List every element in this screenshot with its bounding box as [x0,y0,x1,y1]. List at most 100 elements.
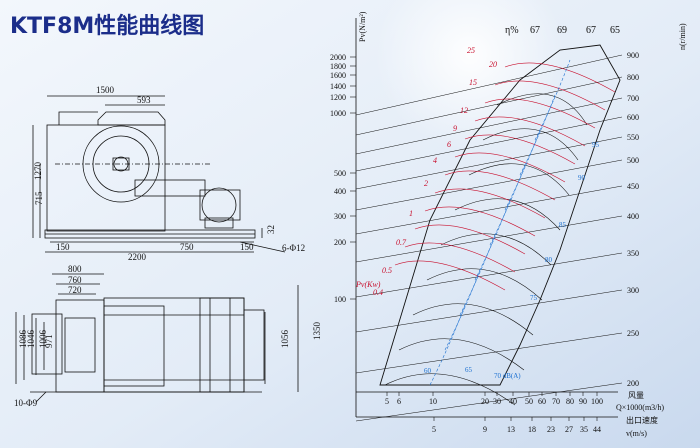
dim-side-800: 800 [68,264,82,274]
power-curve [424,206,536,237]
efficiency-label: η% [505,25,519,36]
power-label: 12 [460,106,468,115]
pv-tick-label: 500 [334,169,346,178]
power-curve [474,116,586,147]
dim-height: 1270 [33,162,43,181]
n-tick-label: 200 [627,379,639,388]
pv-tick-label: 100 [334,295,346,304]
pressure-curve [482,128,579,161]
pressure-curve [496,93,588,126]
q-axis-title: 风量 [628,391,644,400]
dim-side-1006: 1006 [38,330,48,349]
speed-line [355,185,623,235]
n-tick-label: 350 [627,249,639,258]
noise-label: 95 [592,141,600,149]
power-curve [444,170,556,201]
dim-base-left: 150 [56,242,70,252]
power-label: 6 [447,140,451,149]
pressure-curve [412,303,534,336]
v-tick-label: 18 [528,425,536,434]
speed-line [355,382,623,422]
pressure-curve [468,163,570,196]
power-label: 9 [453,124,457,133]
v-tick-label: 23 [547,425,555,434]
power-axis-label: Pv(Kw) [355,280,381,289]
page-title: KTF8M性能曲线图 [10,14,205,39]
n-tick-label: 800 [627,73,639,82]
power-curve [484,98,596,129]
dim-center-height: 715 [34,191,44,205]
dim-side-971: 971 [44,335,54,349]
dim-base-height: 32 [266,225,276,234]
dim-base-length: 2200 [128,252,147,262]
n-tick-label: 700 [627,94,639,103]
dim-side-1046: 1046 [26,330,36,349]
pv-tick-label: 1600 [330,71,346,80]
speed-line [355,97,623,155]
power-label: 1 [409,209,413,218]
n-tick-label: 300 [627,286,639,295]
q-axis-unit: Q×1000(m3/h) [616,403,664,412]
power-curve [404,242,516,273]
efficiency-value-67b: 67 [586,25,596,36]
pv-tick-label: 400 [334,187,346,196]
v-tick-label: 9 [483,425,487,434]
v-tick-label: 27 [565,425,573,434]
dim-side-1086: 1086 [18,330,28,349]
power-curve [434,188,546,219]
pressure-curve [440,233,552,266]
chart-curves [379,44,621,406]
speed-line [355,159,623,211]
q-tick-label: 6 [397,397,401,406]
pv-tick-label: 300 [334,212,346,221]
speed-line [355,215,623,263]
power-label: 0.4 [373,288,383,297]
pressure-curve [398,338,525,371]
noise-label: 90 [578,174,586,182]
noise-label: 60 [424,367,432,375]
efficiency-value-65: 65 [610,25,620,36]
efficiency-value-69: 69 [557,25,567,36]
v-tick-label: 5 [432,425,436,434]
n-tick-label: 400 [627,212,639,221]
power-label: 25 [467,46,475,55]
pv-tick-label: 2000 [330,53,346,62]
n-tick-label: 500 [627,156,639,165]
dim-side-760: 760 [68,275,82,285]
power-curve [414,224,526,255]
power-curve [454,152,566,183]
speed-line [355,289,623,333]
q-tick-label: 5 [385,397,389,406]
power-curve [504,62,616,93]
q-tick-label: 70 [552,397,560,406]
noise-curve [534,59,571,141]
q-tick-label: 20 [481,397,489,406]
pv-tick-label: 1200 [330,93,346,102]
speed-line [355,76,623,136]
v-tick-label: 13 [507,425,515,434]
power-label: 0.7 [396,238,407,247]
n-tick-label: 550 [627,133,639,142]
n-axis-label: n(r/min) [678,23,687,50]
q-tick-label: 60 [538,397,546,406]
q-tick-label: 100 [591,397,603,406]
q-tick-label: 40 [509,397,517,406]
q-tick-label: 50 [525,397,533,406]
dim-side-720: 720 [68,285,82,295]
noise-label: 75 [530,294,538,302]
speed-line [355,54,623,116]
pressure-curve [384,373,516,406]
dim-side-1056: 1056 [280,330,290,349]
noise-label: 85 [559,221,567,229]
pressure-curve [426,268,543,301]
pv-tick-label: 200 [334,238,346,247]
q-tick-label: 80 [566,397,574,406]
power-label: 0.5 [382,266,392,275]
dim-side-1350: 1350 [312,322,322,341]
operating-envelope [379,44,621,386]
dim-base-right: 150 [240,242,254,252]
speed-line [355,136,623,190]
